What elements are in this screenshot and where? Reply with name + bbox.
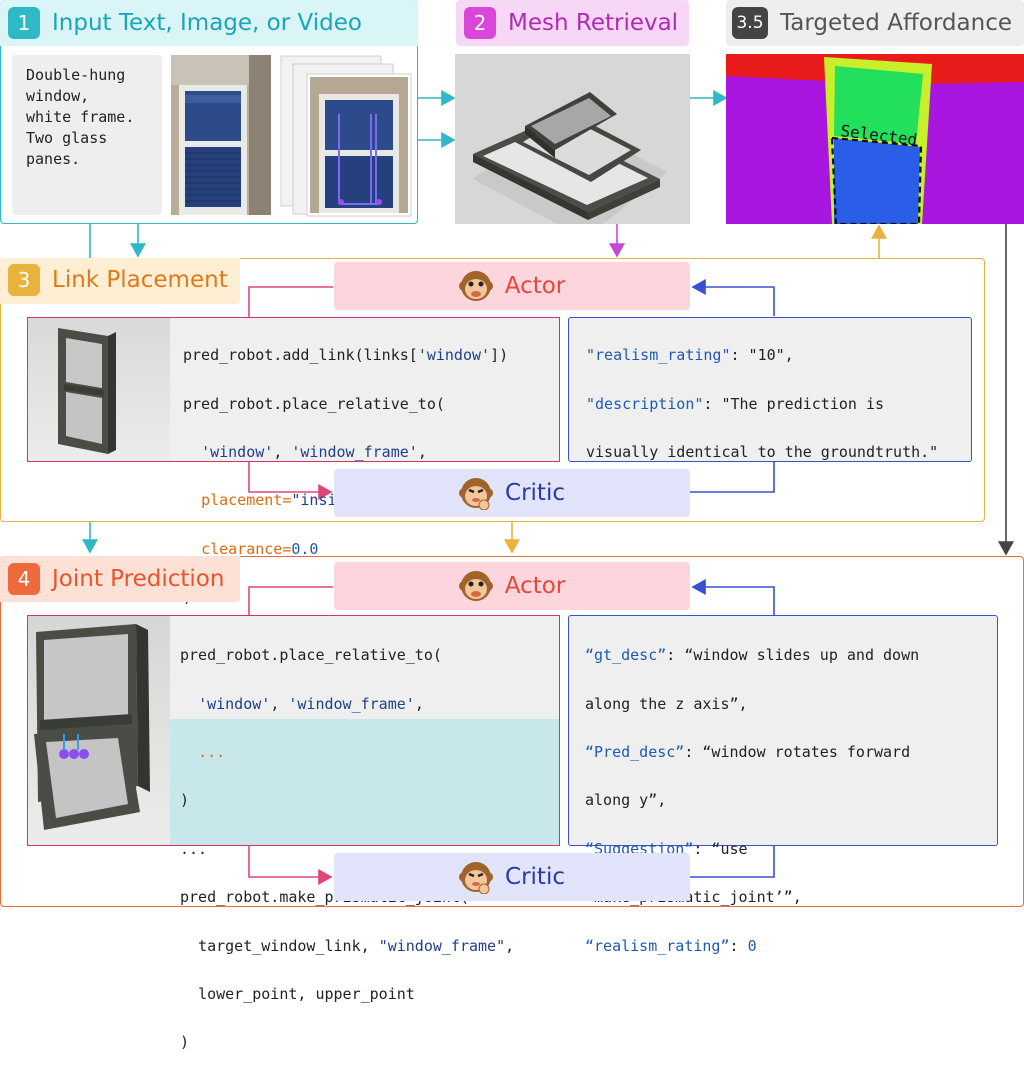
input-text-line: panes. [26,150,81,168]
stage35-header [726,0,1024,46]
stage3-code-panel [170,317,560,462]
json-key: "description" [586,394,704,413]
code-token: pred_robot.add_link(links[ [183,346,418,365]
code-token: ... [180,839,208,858]
stage3-critic-pill: Critic [334,469,690,517]
mesh-render [455,54,690,224]
stage4-code: pred_robot.place_relative_to( 'window', … [180,619,514,1079]
code-token: , [273,443,292,462]
stage3-header [0,258,240,304]
stage3-panel [0,258,985,522]
json-value: along the z axis”, [585,694,748,713]
stage1-header [0,0,418,46]
code-token: , [417,443,427,462]
critic-label: Critic [505,864,565,890]
stage4-code-highlight [170,719,559,845]
thinking-monkey-icon [459,860,494,894]
stage4-critic-feedback [568,615,998,846]
stage2-title-text: Mesh Retrieval [508,10,679,36]
code-token: 'window' [417,346,491,365]
json-value: along y”, [585,791,667,810]
stage4-title: 4 Joint Prediction [8,563,224,595]
code-token: lower_point, upper_point [198,985,415,1004]
code-token: , [505,936,515,955]
json-value: : “use [693,839,748,858]
input-text-box: Double-hung window, white frame. Two gla… [12,55,162,215]
code-token: pred_robot.place_relative_to( [183,394,445,413]
stage3-critic-json: "realism_rating": "10", "description": "… [586,319,938,488]
input-text-line: white frame. [26,108,135,126]
json-value: : "The prediction is [703,394,885,413]
input-text-line: Two glass [26,129,108,147]
code-token: clearance= [201,539,292,558]
stage1-badge: 1 [8,7,40,39]
json-value: visually identical to the groundtruth." [586,443,939,462]
actor-label: Actor [504,273,566,299]
code-token: placement= [201,491,292,510]
input-video-frames [280,55,412,217]
stage4-critic-json: “gt_desc”: “window slides up and down al… [585,619,919,982]
json-key: “Pred_desc” [585,743,685,762]
monkey-icon [458,269,493,303]
json-key: “gt_desc” [585,646,667,665]
stage4-badge: 4 [8,563,40,595]
stage2-title: 2 Mesh Retrieval [464,7,678,39]
json-value: : "10", [730,346,794,365]
json-value: : “window rotates forward [684,743,911,762]
code-token: pred_robot.place_relative_to( [180,646,442,665]
code-token: , [270,694,289,713]
json-value: : [729,936,748,955]
code-token: ... [198,743,226,762]
code-token: ) [180,1033,190,1052]
input-text-line: window, [26,87,90,105]
json-value: 0 [747,936,757,955]
stage4-critic-pill: Critic [334,853,690,901]
code-token: 'window_frame' [288,694,415,713]
input-window-photo [171,55,271,215]
stage2-badge: 2 [464,7,496,39]
code-token: , [414,694,424,713]
code-token: target_window_link, [198,936,379,955]
code-token: 'window' [201,443,274,462]
stage35-title-text: Targeted Affordance [780,10,1012,36]
stage4-title-text: Joint Prediction [52,566,225,592]
stage3-actor-pill: Actor [334,262,690,310]
stage35-title: 3.5 Targeted Affordance [732,7,1012,39]
actor-label: Actor [504,573,566,599]
thinking-monkey-icon [459,476,494,510]
code-token: ]) [490,346,509,365]
code-token: ) [180,791,190,810]
stage3-critic-feedback [568,317,972,462]
stage4-header [0,556,240,602]
monkey-icon [458,569,493,603]
code-token: "window_frame" [378,936,506,955]
code-token: 'window_frame' [291,443,418,462]
json-value: : “window slides up and down [666,646,920,665]
affordance-segmentation: Selected [726,54,1024,224]
stage3-title: 3 Link Placement [8,264,228,296]
stage4-robot-image [27,615,170,846]
stage3-badge: 3 [8,264,40,296]
stage1-title: 1 Input Text, Image, or Video [8,7,362,39]
stage4-actor-pill: Actor [334,562,690,610]
code-token: 'window' [198,694,271,713]
code-token: 0.0 [291,539,319,558]
stage3-robot-image [27,317,170,462]
json-key: “realism_rating” [585,936,730,955]
critic-label: Critic [505,480,565,506]
connector-arrows [82,90,1014,885]
stage3-title-text: Link Placement [52,267,228,293]
input-text-line: Double-hung [26,66,126,84]
stage1-title-text: Input Text, Image, or Video [52,10,362,36]
json-key: "realism_rating" [586,346,731,365]
stage35-badge: 3.5 [732,7,768,39]
